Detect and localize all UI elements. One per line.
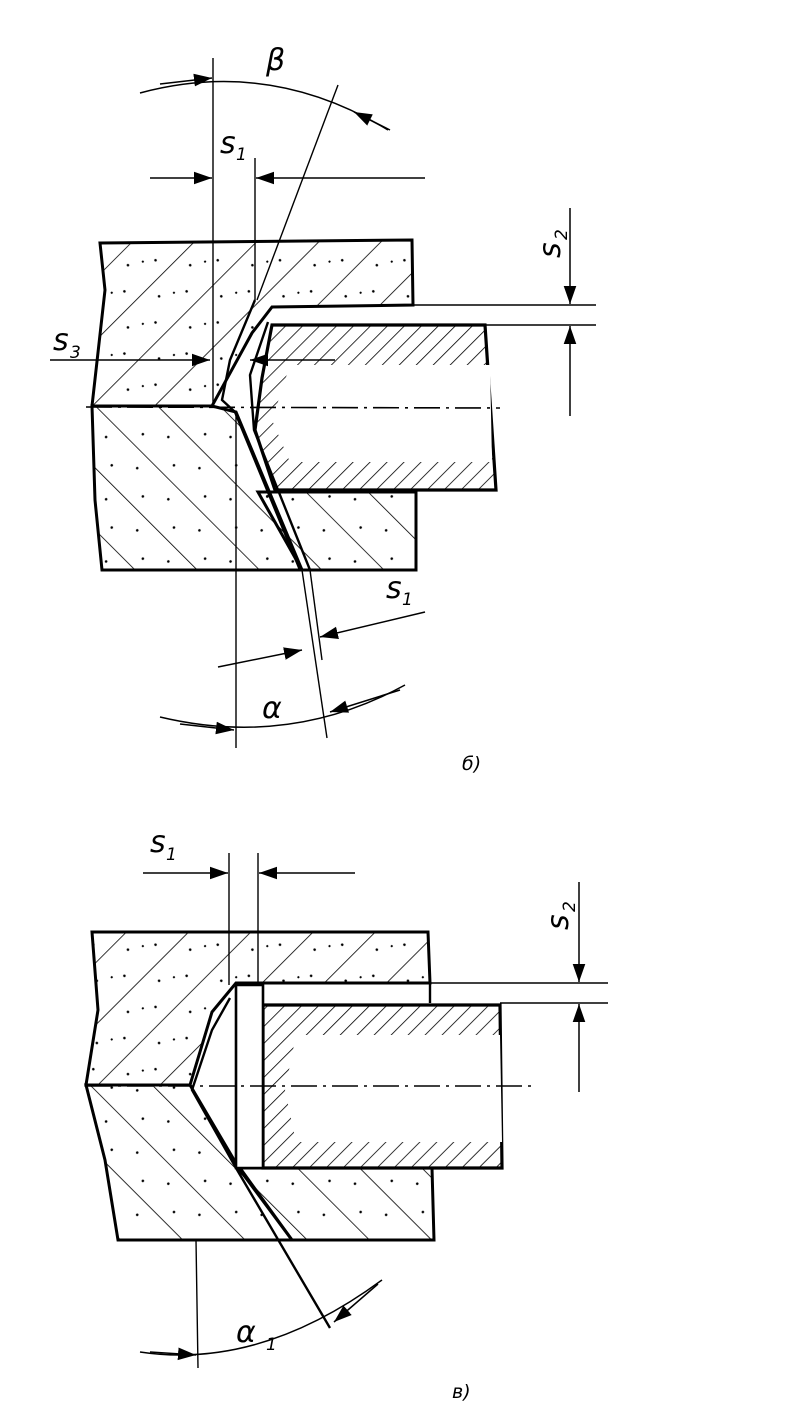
label-s1-top: s [220,126,236,161]
label-s2-v: s [541,914,576,930]
dim-alpha-arrow1 [179,721,235,735]
gap-line-b1 [220,299,302,571]
label-alpha1-sub: 1 [266,1335,277,1355]
tube-bore-b [272,365,492,462]
label-s3-sub: 3 [70,343,81,363]
dim-alpha1-arrow2 [333,1283,379,1323]
caption-v: в) [452,1381,471,1403]
upper-plate-b [90,238,415,408]
dim-alpha-arrow2 [329,689,401,713]
label-s2-b: s [533,242,568,258]
dim-alpha1 [139,1279,383,1356]
tube-bore-v [285,1035,502,1142]
dim-beta-arrow1 [159,73,213,87]
ext-b3 [256,84,339,301]
label-s1-v: s [150,825,166,860]
figure-v: s 1 s 2 α 1 в) [84,825,608,1403]
label-s2-b-sub: 2 [552,229,572,240]
axis-b [85,406,501,409]
ext-v5 [195,1239,199,1369]
label-alpha1: α [236,1315,256,1350]
dim-beta [139,80,389,131]
ext-plate-step-v [236,983,500,1003]
gap-line-b2 [248,321,312,571]
dim-s1-bottom-l [217,647,303,668]
ext-b5 [301,569,328,739]
caption-b: б) [462,753,481,775]
label-alpha: α [262,691,282,726]
dim-alpha [159,684,406,728]
label-s1-bottom-sub: 1 [402,590,413,610]
label-beta: β [265,43,285,78]
label-s2-v-sub: 2 [560,901,580,912]
gap-line-v1 [190,997,332,1329]
label-s1-bottom: s [386,571,402,606]
label-s3: s [53,323,69,358]
upper-plate-v [84,930,432,1087]
gap-channel-v [234,983,265,1170]
dim-s1-bottom-r [319,611,426,639]
ext-b6 [309,569,323,661]
dim-beta-arrow2 [353,111,391,131]
label-s1-v-sub: 1 [166,845,177,865]
lower-flange-b [255,490,418,572]
label-s1-top-sub: 1 [236,145,247,165]
figure-b: β s 1 s 2 s 3 s 1 α б) [50,43,596,775]
dim-alpha1-arrow1 [149,1347,197,1361]
